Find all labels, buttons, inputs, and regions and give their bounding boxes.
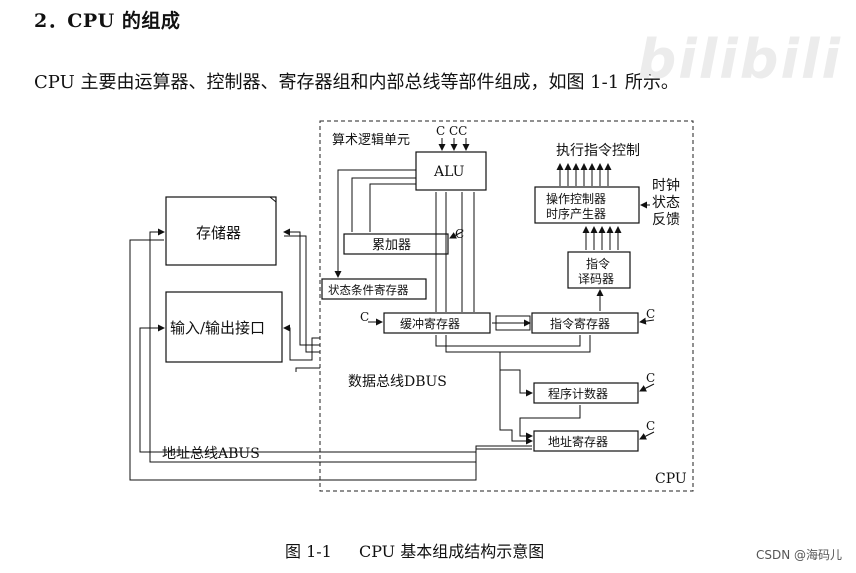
instruction-decoder-box [567,251,631,289]
memory-label: 存储器 [196,224,241,242]
cpu-label: CPU [655,471,687,487]
instruction-register-box [531,312,639,334]
status-register-box [321,278,427,300]
diagram-label: C [646,307,655,321]
diagram-label: C [646,371,655,385]
alu-unit-label: 算术逻辑单元 [332,133,410,148]
accumulator-label: 累加器 [372,238,411,253]
intro-paragraph: CPU 主要由运算器、控制器、寄存器组和内部总线等部件组成，如图 1-1 所示。 [34,72,679,93]
control-line1: 操作控制器 [546,191,606,206]
ccc-label: C CC [436,124,467,138]
feedback-label: 反馈 [652,212,680,228]
diagram-label: C [360,310,369,324]
address-bus-label: 地址总线ABUS [162,446,260,462]
diagram-label: C [646,419,655,433]
state-label: 状态 [652,195,680,211]
diagram-label: C [455,227,464,241]
decoder-line1: 指令 [586,256,610,271]
io-interface-box [165,291,283,363]
program-counter-label: 程序计数器 [548,386,608,401]
bilibili-watermark: bilibili [637,28,842,91]
status-register-label: 状态条件寄存器 [328,283,409,297]
clock-label: 时钟 [652,177,680,194]
buffer-register-box [383,312,491,334]
figure-caption: 图 1-1 CPU 基本组成结构示意图 [285,538,544,562]
data-bus-label: 数据总线DBUS [348,374,447,390]
decoder-line2: 译码器 [578,272,614,286]
caption-number: 图 1-1 [285,542,332,561]
exec-control-label: 执行指令控制 [556,143,640,159]
io-interface-label: 输入/输出接口 [170,319,265,337]
alu-box [415,151,487,191]
program-counter-box [533,382,639,404]
control-line2: 时序产生器 [546,206,606,221]
operation-controller-box [534,186,640,224]
csdn-footer: CSDN @海码儿 [755,548,842,562]
memory-box [165,196,277,266]
buffer-register-label: 缓冲寄存器 [400,316,460,331]
alu-label: ALU [433,164,465,180]
instruction-register-label: 指令寄存器 [550,316,610,331]
accumulator-box [343,233,449,255]
address-register-box [533,430,639,452]
section-heading: 2．CPU 的组成 [34,10,181,32]
caption-text: CPU 基本组成结构示意图 [358,542,545,561]
address-register-label: 地址寄存器 [548,434,608,449]
